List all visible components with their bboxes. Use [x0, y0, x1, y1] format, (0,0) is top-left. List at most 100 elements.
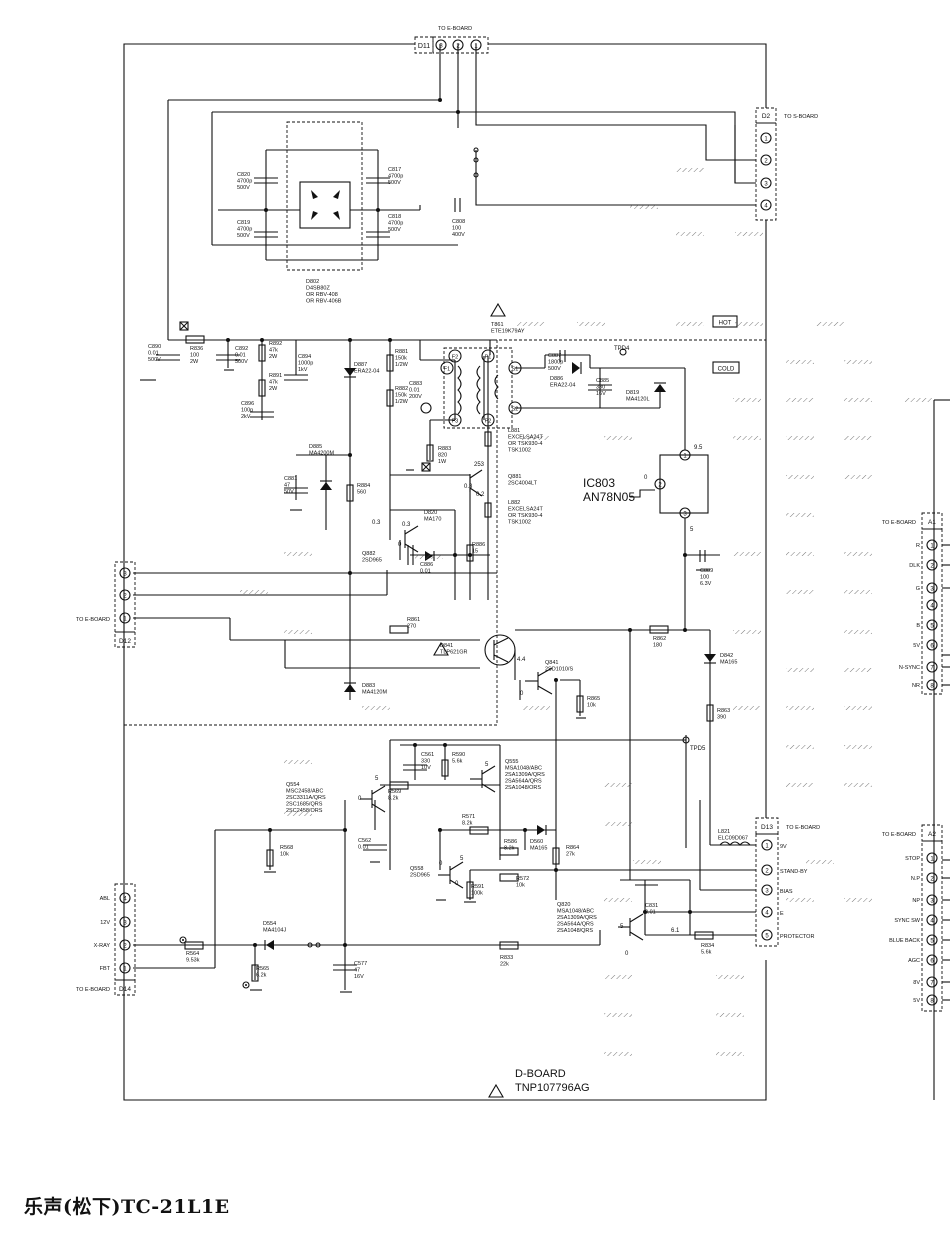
scan-noise [240, 168, 933, 1056]
svg-text:NR: NR [912, 683, 920, 689]
svg-text:2: 2 [930, 564, 934, 570]
d14-id: D14 [119, 986, 131, 993]
svg-text:2: 2 [658, 483, 662, 489]
ic803-part: AN78N05 [583, 490, 635, 504]
svg-text:2: 2 [123, 594, 127, 600]
svg-text:5: 5 [765, 934, 769, 940]
svg-text:A1: A1 [928, 519, 936, 526]
svg-text:TO E-BOARD: TO E-BOARD [882, 520, 916, 526]
connector-d14: D14 TO E-BOARD 4 3 2 1 ABL 12V X-RAY FBT [76, 883, 136, 996]
voltage-v1: 0.3 [372, 520, 381, 526]
connector-d12: D12 TO E-BOARD 3 2 1 [76, 561, 136, 648]
wires [133, 44, 950, 1001]
svg-text:9.5: 9.5 [694, 445, 703, 451]
svg-text:1: 1 [683, 454, 687, 460]
tpd5-label: TPD5 [690, 746, 706, 752]
svg-text:2: 2 [930, 877, 934, 883]
svg-text:5: 5 [930, 939, 934, 945]
svg-text:S1: S1 [512, 367, 519, 373]
svg-text:BLUE BACK: BLUE BACK [889, 938, 920, 944]
svg-text:1: 1 [765, 844, 769, 850]
svg-text:R: R [916, 543, 920, 549]
d14-to: TO E-BOARD [76, 987, 110, 993]
svg-text:7: 7 [930, 666, 934, 672]
voltage-v7: 4.4 [517, 657, 526, 663]
voltage-v2: 0.3 [402, 522, 411, 528]
svg-text:P1: P1 [485, 355, 492, 361]
d12-id: D12 [119, 638, 131, 645]
svg-text:9V: 9V [780, 844, 787, 850]
svg-text:BIAS: BIAS [780, 889, 793, 895]
d11-to: TO E-BOARD [438, 26, 472, 32]
board-part: TNP107796AG [515, 1082, 590, 1094]
svg-text:4: 4 [930, 604, 934, 610]
svg-text:7: 7 [930, 981, 934, 987]
zone-tags: HOT COLD [712, 315, 740, 374]
d2-to: TO S-BOARD [784, 114, 818, 120]
d13-to: TO E-BOARD [786, 825, 820, 831]
svg-text:STOP: STOP [905, 856, 920, 862]
d2-id: D2 [762, 113, 771, 120]
voltage-v15: 5 [620, 924, 624, 930]
svg-text:3: 3 [764, 182, 768, 188]
svg-text:1: 1 [930, 857, 934, 863]
svg-text:A2: A2 [928, 831, 936, 838]
hot-tag: HOT [719, 321, 732, 327]
svg-text:8V: 8V [913, 980, 920, 986]
board-outline [123, 43, 950, 1101]
svg-text:PROTECTOR: PROTECTOR [780, 934, 814, 940]
svg-text:P2: P2 [485, 419, 492, 425]
svg-text:B: B [916, 623, 920, 629]
connector-d11: D11 TO E-BOARD 3 2 1 [414, 26, 489, 54]
svg-text:2: 2 [765, 869, 769, 875]
svg-text:DLK: DLK [909, 563, 920, 569]
svg-text:4: 4 [765, 911, 769, 917]
hot-cold-boundary [124, 121, 766, 726]
voltage-v6: 0 [398, 542, 402, 548]
page-caption: 乐声(松下)TC-21L1E [24, 1196, 230, 1218]
svg-text:N-SYNC: N-SYNC [899, 665, 920, 671]
tpd4-label: TPD4 [614, 346, 630, 352]
svg-text:3: 3 [765, 889, 769, 895]
voltage-v16: 6.1 [671, 928, 680, 934]
svg-text:F1: F1 [444, 367, 450, 373]
board-name: D-BOARD [515, 1068, 566, 1080]
